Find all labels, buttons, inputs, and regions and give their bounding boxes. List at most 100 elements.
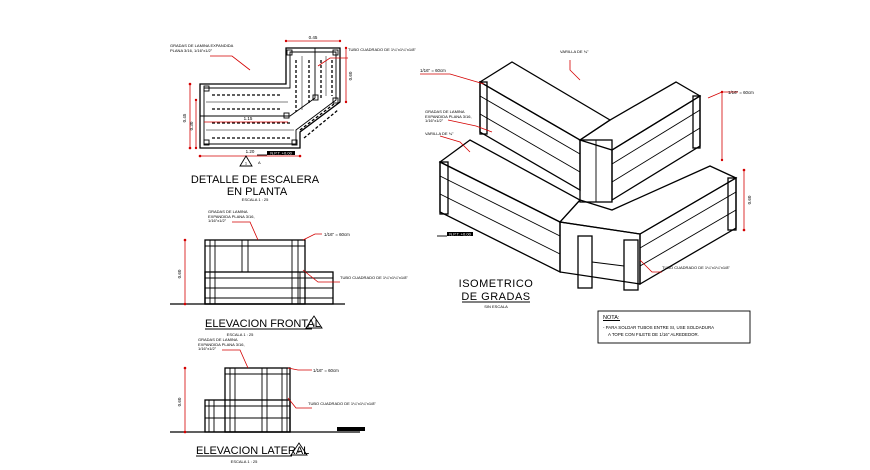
- note-box: NOTA: - PARA SOLDAR TUBOS ENTRE SI, USE …: [597, 310, 751, 344]
- iso-level-tag: N.P.T. +0.00: [449, 231, 471, 236]
- iso-dim-height: 0.60: [747, 195, 752, 204]
- plan-note-tube: TUBO CUADRADO DE 1¼"x1¼"x1/8": [348, 48, 416, 52]
- iso-note-grade: GRADAS DE LAMINA EXPANDIDA PLANA 3/16, 1…: [425, 110, 472, 124]
- iso-leg-back-left: [479, 81, 488, 135]
- plan-posts: [203, 49, 339, 146]
- iso-upper-rail-l2: [479, 113, 581, 173]
- side-grade-leader: [222, 349, 249, 369]
- side-section-marker-label: 2: [298, 449, 301, 454]
- iso-title-line2: DE GRADAS: [461, 291, 530, 303]
- plan-step-line: [200, 48, 316, 117]
- iso-front-brace: [591, 261, 625, 267]
- iso-title-line1: ISOMETRICO: [459, 278, 534, 290]
- iso-upper-face-left: [479, 80, 581, 192]
- plan-section-marker-sub: A: [258, 160, 261, 165]
- front-elevation: 0.60 GRADAS DE LAMINA EXPANDIDA PLANA 3/…: [170, 210, 408, 337]
- iso-note-tube-box: TUBO CUADRADO DE 1¼"x1¼"x1/8": [662, 266, 730, 270]
- plan-section-marker: [239, 155, 253, 167]
- front-note-tube-box: TUBO CUADRADO DE 1¼"x1¼"x1/8": [340, 276, 408, 280]
- front-weld-leader: [302, 233, 322, 241]
- plan-dimensions: [188, 39, 348, 158]
- plan-tread-lines: [206, 56, 327, 131]
- iso-note-varilla-left: VARILLA DE ¾": [425, 132, 454, 136]
- plan-dim-top: 0.45: [309, 35, 318, 40]
- iso-scale: SIN ESCALA: [484, 304, 508, 309]
- iso-weld-leader: [420, 73, 485, 85]
- side-elevation: 0.60 GRADAS DE LAMINA EXPANDIDA PLANA 3/…: [170, 338, 376, 464]
- iso-upper-tread-left: [478, 61, 612, 141]
- front-note-tube: TUBO CUADRADO DE 1¼"x1¼"x1/8": [340, 276, 408, 280]
- note-line1: - PARA SOLDAR TUBOS ENTRE SI, USE SOLDAD…: [603, 325, 714, 330]
- plan-note-tube-box: TUBO CUADRADO DE 1¼"x1¼"x1/8": [348, 48, 416, 52]
- iso-leg-right: [727, 177, 737, 231]
- plan-note-grade-box: GRADAS DE LAMINA EXPANDIDA PLANA 3/16, 1…: [170, 44, 234, 53]
- iso-tube-leader: [639, 259, 662, 273]
- plan-level-tag-bar: [267, 151, 295, 155]
- plan-section-marker-label: 1: [245, 161, 248, 166]
- iso-weld-right-leader: [707, 91, 738, 99]
- side-level-tag-bar: [337, 427, 365, 431]
- iso-varilla-top-leader: [569, 60, 581, 81]
- iso-upper-rail-r1: [611, 109, 701, 165]
- plan-tube-leader: [317, 57, 348, 67]
- side-tube-leader: [287, 397, 312, 409]
- iso-note-varilla-left-box: VARILLA DE ¾": [425, 132, 454, 136]
- plan-note-grade: GRADAS DE LAMINA EXPANDIDA PLANA 3/16, 1…: [170, 44, 234, 53]
- side-note-tube-box: TUBO CUADRADO DE 1¼"x1¼"x1/8": [308, 402, 376, 406]
- plan-title-line1: DETALLE DE ESCALERA: [191, 174, 320, 186]
- side-scale: ESCALA 1 : 25: [231, 459, 258, 464]
- note-box-frame: [597, 310, 751, 344]
- iso-upper-rail-l1: [479, 95, 581, 155]
- side-note-grade-box: GRADAS DE LAMINA EXPANDIDA PLANA 3/16, 1…: [198, 338, 245, 352]
- front-tube-leader: [302, 269, 340, 283]
- iso-lower-rail-r1: [639, 191, 737, 249]
- plan-grade-leader: [210, 55, 251, 71]
- plan-dim-inner-width: 1.15: [244, 116, 253, 121]
- iso-varilla-left-leader: [439, 135, 471, 153]
- iso-grade-leader: [447, 119, 493, 133]
- side-lower-body: [204, 399, 291, 433]
- front-center-post: [241, 239, 249, 273]
- front-section-marker: [305, 315, 323, 329]
- plan-inner-outline: [203, 51, 337, 145]
- iso-lower-rail-l2: [439, 193, 561, 255]
- iso-note-tube: TUBO CUADRADO DE 1¼"x1¼"x1/8": [662, 266, 730, 270]
- iso-leg-back-right: [692, 95, 701, 149]
- plan-dim-total-width: 1.20: [246, 149, 255, 154]
- iso-upper-rail-r2: [611, 127, 701, 183]
- side-note-tube: TUBO CUADRADO DE 1¼"x1¼"x1/8": [308, 402, 376, 406]
- iso-note-varilla-top-box: VARILLA DE ¾": [560, 50, 589, 54]
- side-dim-height: 0.60: [177, 397, 182, 406]
- front-dim-height: 0.60: [177, 269, 182, 278]
- plan-dim-left-inner: 0.30: [189, 121, 194, 130]
- plan-dim-right: 0.60: [348, 71, 353, 80]
- side-note-weld: 1/16" = 60cm: [313, 368, 339, 373]
- front-note-weld: 1/16" = 60cm: [324, 232, 350, 237]
- side-weld-leader: [287, 367, 312, 371]
- front-title: ELEVACION FRONTAL: [205, 318, 321, 330]
- side-note-grade: GRADAS DE LAMINA EXPANDIDA PLANA 3/16, 1…: [198, 338, 245, 352]
- iso-leg-left: [439, 161, 449, 215]
- iso-note-weld: 1/16" = 60cm: [420, 68, 446, 73]
- iso-front-corner-face: [559, 221, 641, 285]
- note-line2: A TOPE CON FILETE DE 1/16" ALREDEDOR.: [608, 332, 699, 337]
- isometric-view: 0.60 1/16" = 60cm VARILLA DE ¾" 1/16" = …: [420, 50, 754, 309]
- plan-title-line2: EN PLANTA: [227, 186, 288, 198]
- stair-plan-detail: 1.20 1.15 0.45 0.30 0.45 0.60 GRADAS DE …: [170, 35, 416, 202]
- iso-note-varilla-top: VARILLA DE ¾": [560, 50, 589, 54]
- iso-level-tag-bar: [447, 232, 473, 236]
- iso-lower-rail-r2: [639, 209, 737, 267]
- iso-front-post-right: [623, 239, 639, 291]
- iso-lower-tread-right: [558, 165, 738, 235]
- front-note-grade: GRADAS DE LAMINA EXPANDIDA PLANA 3/16, 1…: [208, 210, 255, 224]
- plan-tread-hatching: [212, 60, 339, 139]
- side-section-marker: [290, 442, 308, 456]
- plan-scale: ESCALA 1 : 25: [242, 197, 269, 202]
- iso-note-grade-box: GRADAS DE LAMINA EXPANDIDA PLANA 3/16, 1…: [425, 110, 472, 124]
- side-post-4: [208, 399, 215, 433]
- front-scale: ESCALA 1 : 25: [227, 332, 254, 337]
- iso-lower-tread-left: [438, 139, 582, 223]
- front-note-grade-box: GRADAS DE LAMINA EXPANDIDA PLANA 3/16, 1…: [208, 210, 255, 224]
- side-title: ELEVACION LATERAL: [196, 445, 309, 457]
